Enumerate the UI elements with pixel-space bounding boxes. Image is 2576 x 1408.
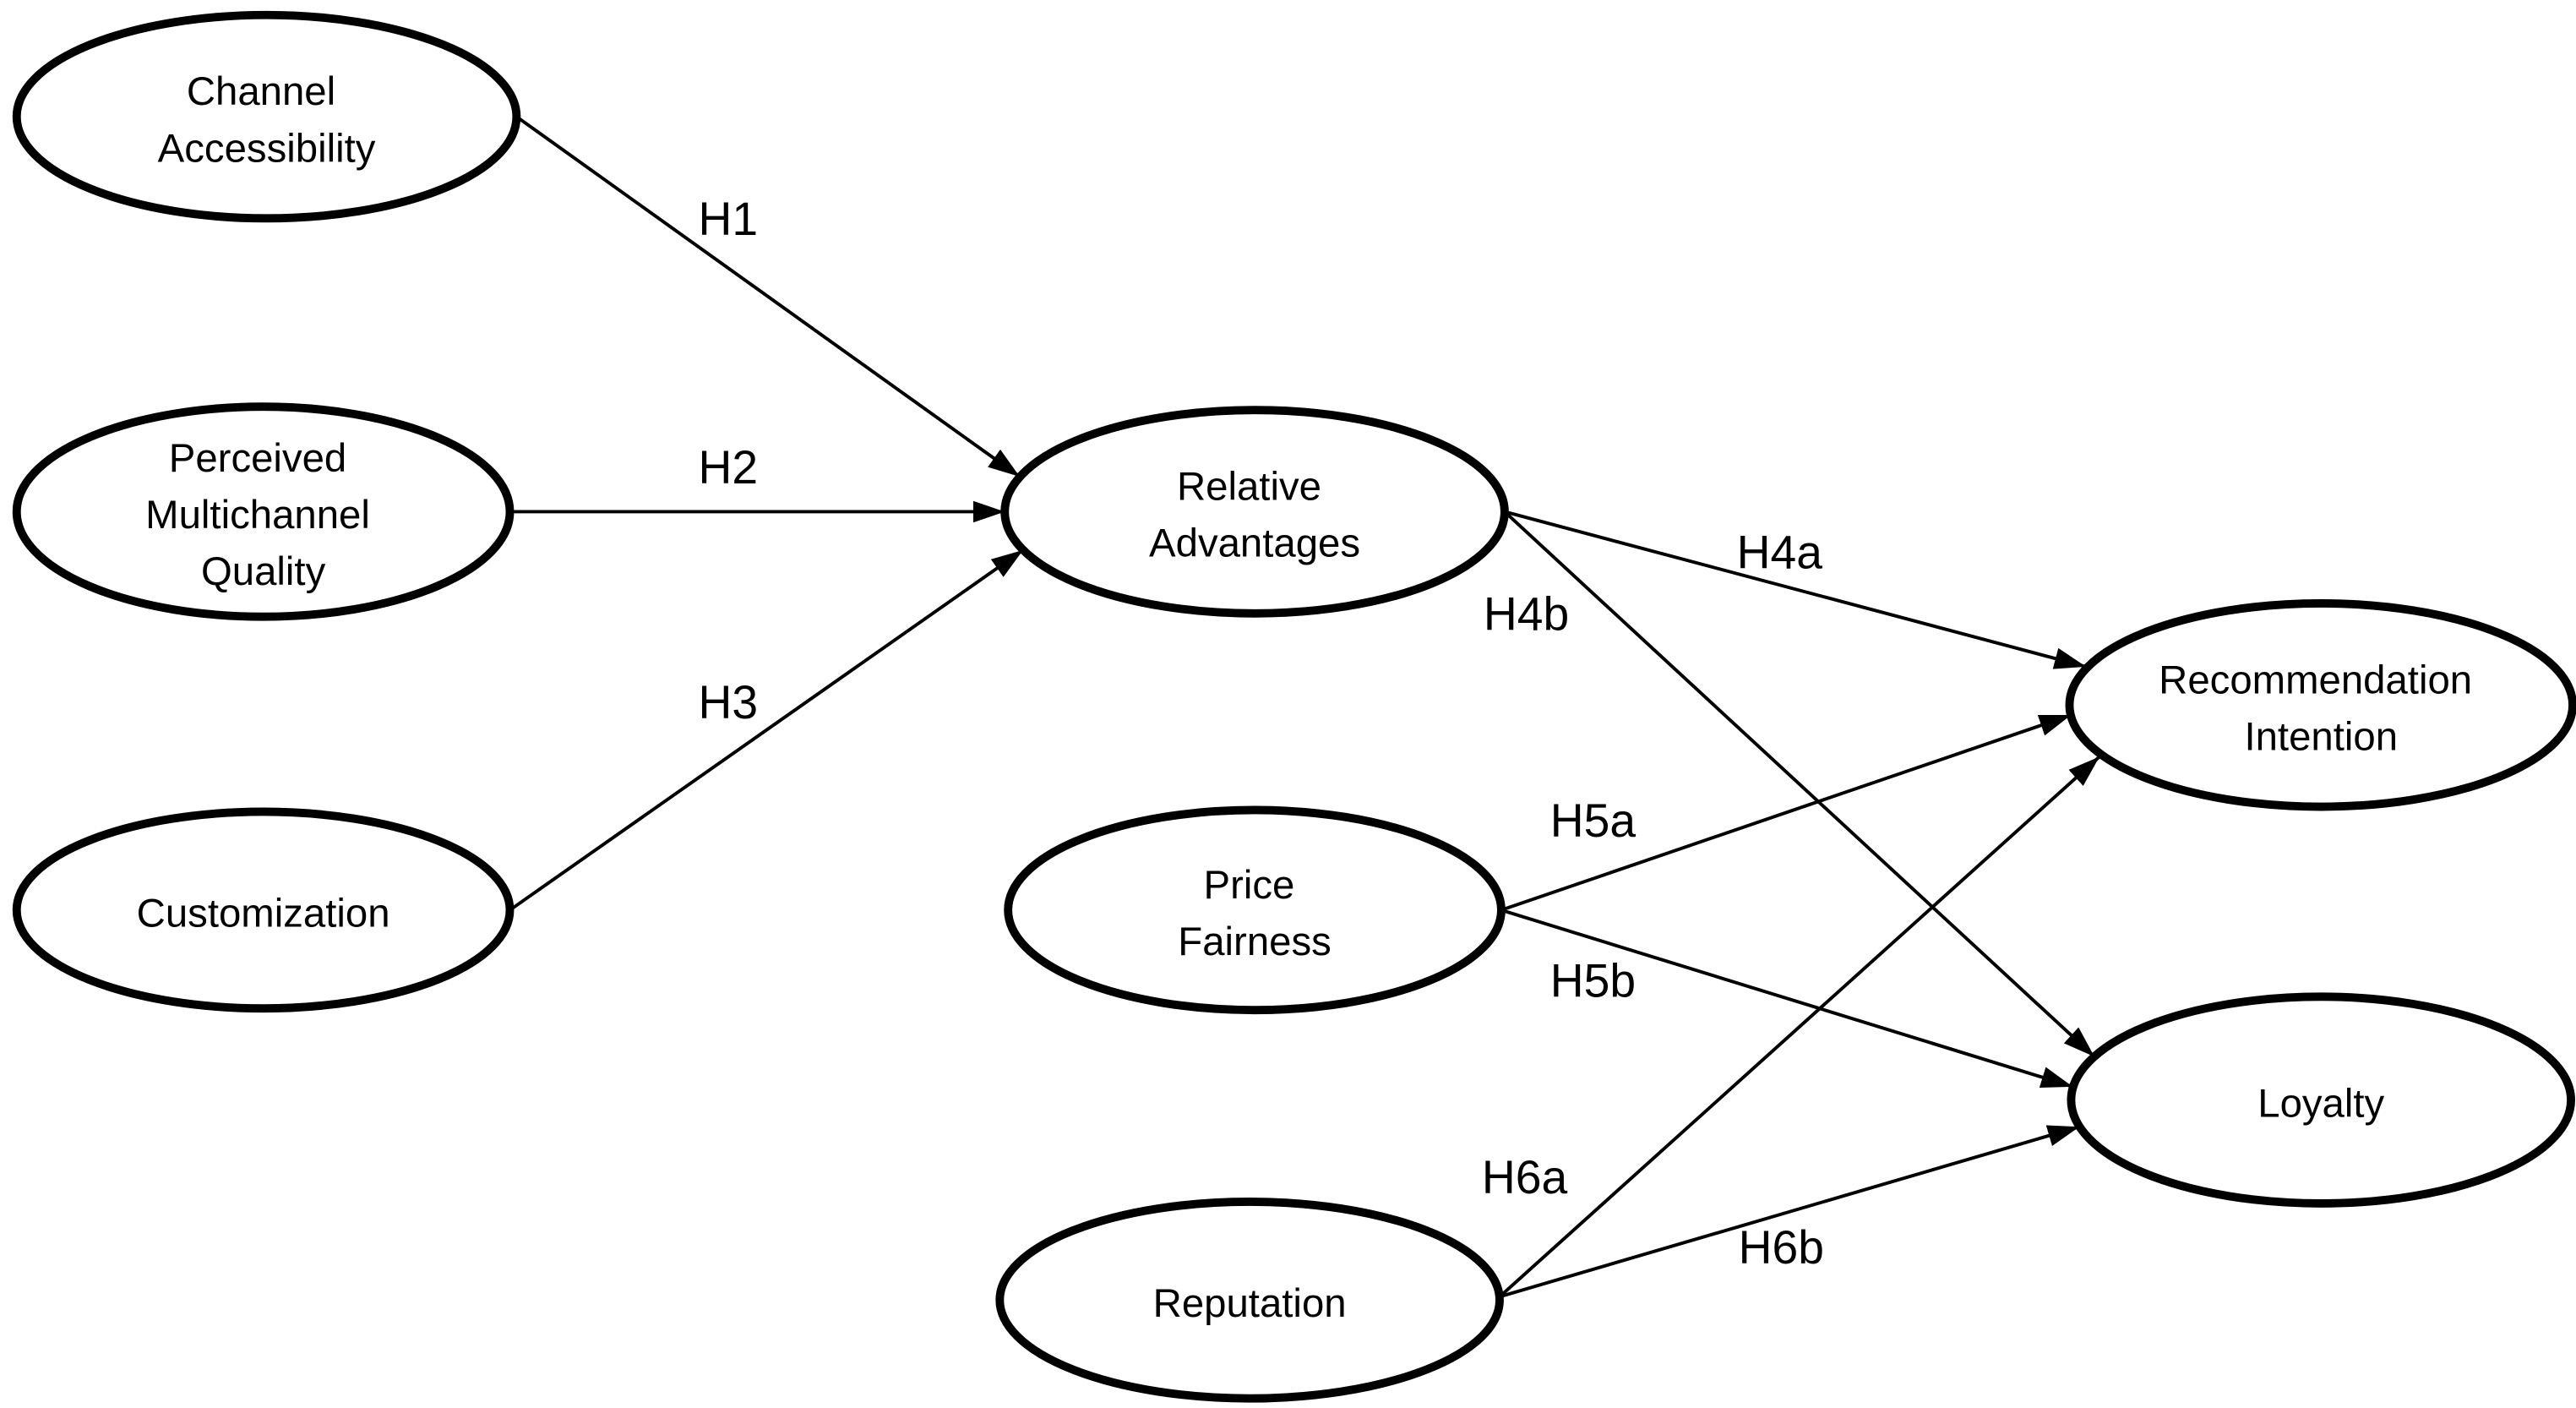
perceived-multichannel-quality-label: Perceived Multichannel Quality [145, 436, 381, 594]
edge-h1: H1 [515, 115, 1021, 478]
h3-label: H3 [699, 676, 759, 729]
h5b-arrow [1500, 908, 2073, 1089]
h3-arrow [509, 548, 1025, 912]
edge-h5a: H5a [1500, 713, 2072, 912]
edge-h6b: H6b [1499, 1125, 2080, 1299]
node-loyalty: Loyalty [2067, 992, 2576, 1208]
h5a-label: H5a [1550, 794, 1637, 847]
relative-advantages-label: Relative Advantages [1149, 465, 1360, 566]
loyalty-label: Loyalty [2257, 1081, 2384, 1126]
edge-h4a: H4a [1504, 510, 2087, 669]
h1-label: H1 [699, 193, 759, 245]
edge-h4b: H4b [1484, 510, 2096, 1058]
perceived-multichannel-quality-ellipse [12, 402, 515, 621]
price-fairness-ellipse [1004, 805, 1506, 1015]
h4b-arrow [1503, 510, 2096, 1058]
node-recommendation-intention: Recommendation Intention [2065, 599, 2576, 811]
node-reputation: Reputation [995, 1198, 1504, 1403]
channel-accessibility-ellipse [12, 10, 521, 223]
customization-ellipse [12, 807, 515, 1013]
loyalty-ellipse [2067, 992, 2576, 1208]
recommendation-intention-label: Recommendation Intention [2159, 658, 2483, 759]
edge-h2: H2 [509, 441, 1005, 523]
relative-advantages-ellipse [1000, 406, 1509, 618]
h6a-arrow [1498, 755, 2101, 1298]
h5b-label: H5b [1550, 954, 1636, 1007]
node-perceived-multichannel-quality: Perceived Multichannel Quality [12, 402, 515, 621]
customization-label: Customization [137, 892, 390, 936]
node-channel-accessibility: Channel Accessibility [12, 10, 521, 223]
edge-h3: H3 [509, 548, 1025, 912]
node-relative-advantages: Relative Advantages [1000, 406, 1509, 618]
h6b-label: H6b [1739, 1221, 1824, 1274]
recommendation-intention-ellipse [2065, 599, 2576, 811]
node-price-fairness: Price Fairness [1004, 805, 1506, 1015]
channel-accessibility-label: Channel Accessibility [158, 69, 376, 171]
h4a-arrow [1504, 510, 2087, 669]
edge-h5b: H5b [1500, 908, 2073, 1089]
h4b-label: H4b [1484, 587, 1569, 640]
h2-label: H2 [699, 441, 759, 494]
reputation-ellipse [995, 1198, 1504, 1403]
h6a-label: H6a [1482, 1151, 1568, 1203]
h5a-arrow [1500, 713, 2072, 912]
price-fairness-label: Price Fairness [1178, 863, 1331, 964]
h4a-label: H4a [1737, 527, 1823, 579]
node-customization: Customization [12, 807, 515, 1013]
h6b-arrow [1499, 1125, 2080, 1299]
edge-h6a: H6a [1482, 755, 2101, 1298]
h1-arrow [515, 115, 1021, 478]
reputation-label: Reputation [1153, 1281, 1347, 1326]
